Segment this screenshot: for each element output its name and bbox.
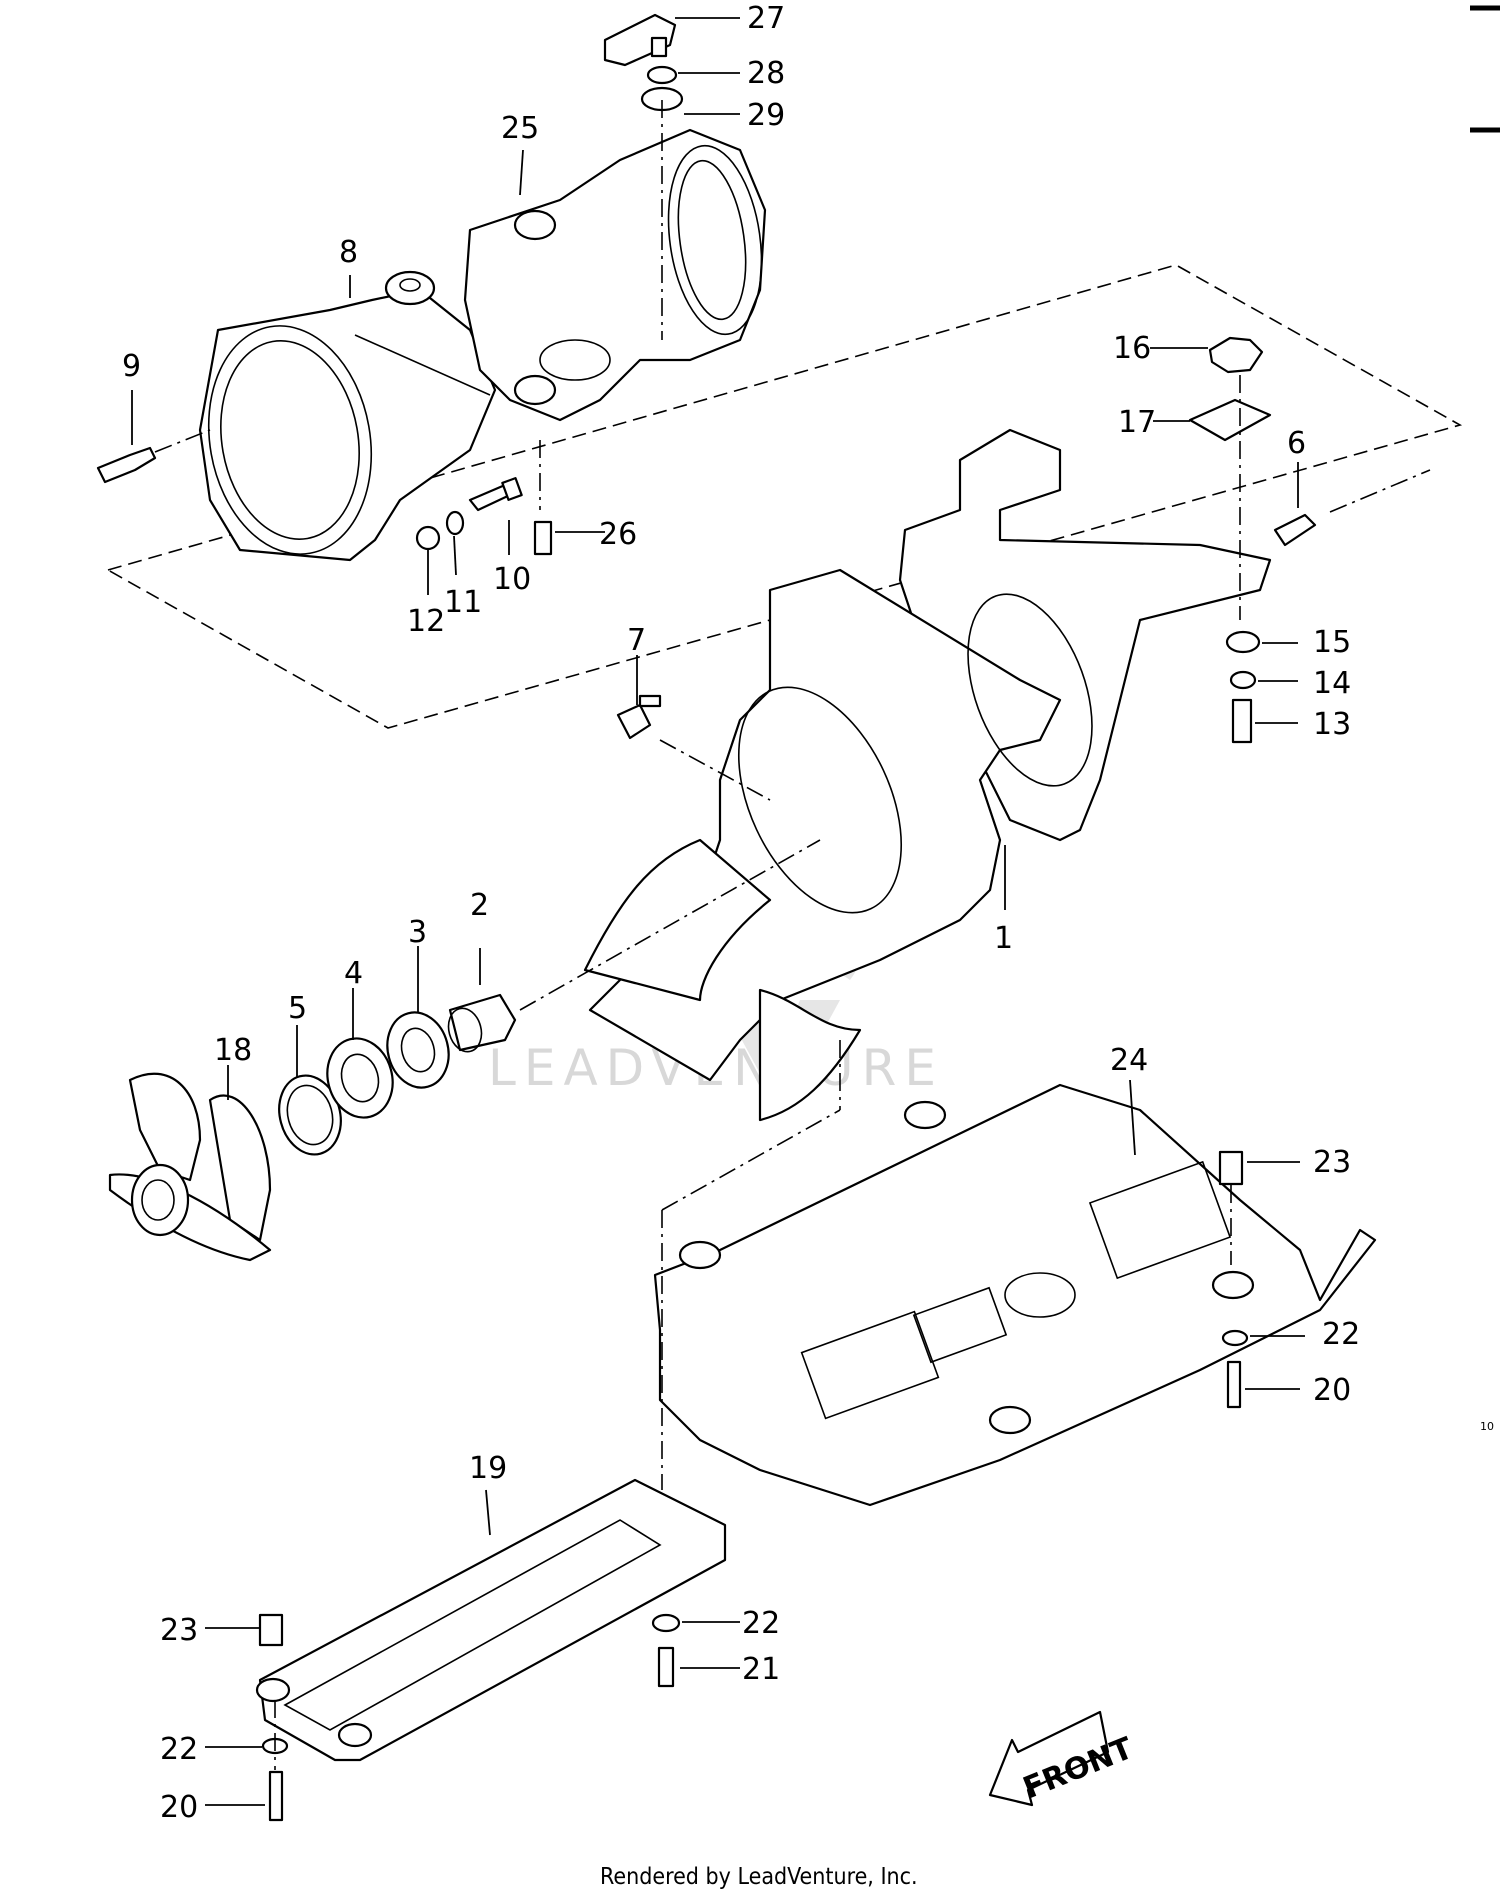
callout-17: 17 <box>1118 405 1156 440</box>
callout-18: 18 <box>214 1033 252 1068</box>
callout-12: 12 <box>407 604 445 639</box>
part-4-bearing <box>326 1037 394 1119</box>
footer-credit: Rendered by LeadVenture, Inc. <box>600 1864 918 1890</box>
callout-5: 5 <box>288 991 307 1026</box>
callout-29: 29 <box>747 98 785 133</box>
callout-8: 8 <box>339 235 358 270</box>
callout-26: 26 <box>599 517 637 552</box>
callout-24: 24 <box>1110 1043 1148 1078</box>
callout-15: 15 <box>1313 625 1351 660</box>
part-22-washer-mid <box>651 1613 681 1633</box>
part-22-washer-right <box>1221 1329 1249 1347</box>
part-17-plate <box>1188 398 1272 442</box>
leader-lines <box>131 17 1305 1806</box>
callout-9: 9 <box>122 349 141 384</box>
part-23-bolt-right <box>1218 1150 1244 1186</box>
callout-3: 3 <box>408 915 427 950</box>
part-10-bolt <box>468 477 523 512</box>
callout-19: 19 <box>469 1451 507 1486</box>
callout-23-right: 23 <box>1313 1145 1351 1180</box>
part-24-intake-grate <box>653 1083 1377 1507</box>
part-12-washer <box>415 525 441 551</box>
callout-1: 1 <box>994 921 1013 956</box>
callouts: 1 2 3 4 5 6 7 8 9 10 11 12 13 14 15 16 1… <box>122 1 1360 1825</box>
part-15-washer <box>1225 630 1261 654</box>
part-13-bolt <box>1231 698 1253 744</box>
part-25-housing <box>463 128 767 422</box>
assembly-boundary <box>105 264 1463 729</box>
front-arrow: FRONT <box>988 1710 1138 1806</box>
callout-28: 28 <box>747 56 785 91</box>
part-27-elbow-fitting <box>603 13 677 67</box>
part-11-washer <box>445 510 465 536</box>
part-21-bolt <box>657 1646 675 1688</box>
callout-20-right: 20 <box>1313 1373 1351 1408</box>
edge-marks <box>1470 5 1500 133</box>
part-2-bushing <box>447 993 517 1053</box>
callout-16: 16 <box>1113 331 1151 366</box>
part-1-pump-housing <box>583 428 1272 1122</box>
callout-22-right: 22 <box>1322 1317 1360 1352</box>
callout-13: 13 <box>1313 707 1351 742</box>
part-20-bolt-left <box>268 1770 284 1822</box>
part-9-fitting <box>96 446 157 484</box>
part-26-bolt <box>533 520 553 556</box>
callout-6: 6 <box>1287 426 1306 461</box>
callout-4: 4 <box>344 956 363 991</box>
callout-2: 2 <box>470 888 489 923</box>
part-16-nut <box>1208 336 1264 374</box>
part-14-washer <box>1229 670 1257 690</box>
callout-25: 25 <box>501 111 539 146</box>
side-code: 10 <box>1480 1420 1494 1433</box>
part-20-bolt-right <box>1226 1360 1242 1409</box>
part-19-ride-plate <box>255 1478 727 1762</box>
part-6-fitting <box>1273 513 1317 547</box>
callout-22-left: 22 <box>160 1732 198 1767</box>
callout-23-left: 23 <box>160 1613 198 1648</box>
part-23-bolt-left <box>258 1613 284 1647</box>
part-8-nozzle <box>198 270 497 562</box>
part-5-circlip <box>278 1074 342 1156</box>
part-18-impeller <box>108 1072 272 1262</box>
callout-21: 21 <box>742 1652 780 1687</box>
alignment-lines <box>154 100 1431 1770</box>
callout-14: 14 <box>1313 666 1351 701</box>
part-7-fitting <box>616 694 662 740</box>
callout-7: 7 <box>627 623 646 658</box>
callout-27: 27 <box>747 1 785 36</box>
part-28-washer <box>646 65 678 85</box>
callout-22-mid: 22 <box>742 1606 780 1641</box>
callout-10: 10 <box>493 562 531 597</box>
part-3-seal <box>386 1011 450 1089</box>
callout-11: 11 <box>444 585 482 620</box>
callout-20-left: 20 <box>160 1790 198 1825</box>
